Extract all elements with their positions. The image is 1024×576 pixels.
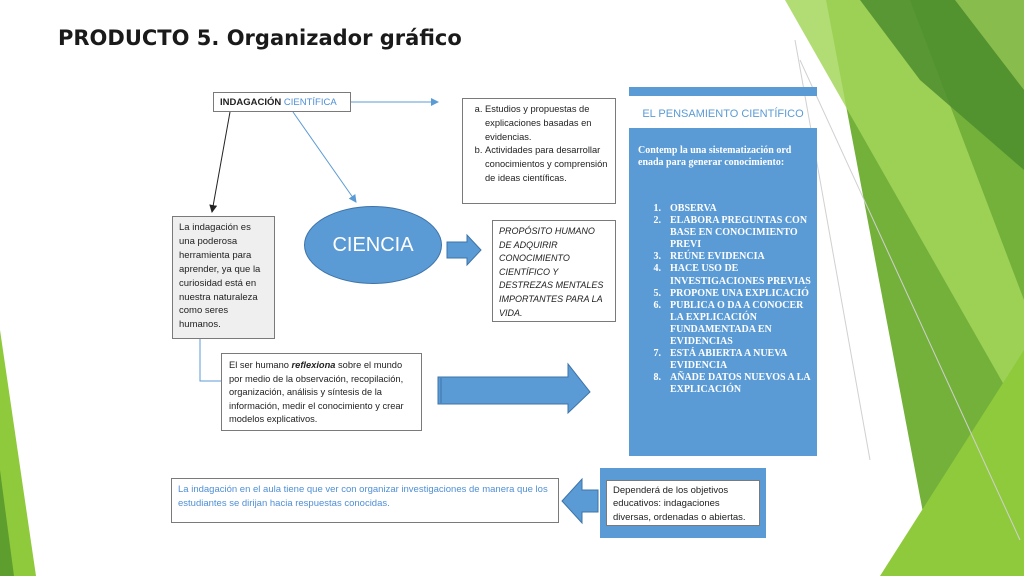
step-item: 7.ESTÁ ABIERTA A NUEVA EVIDENCIA bbox=[653, 348, 787, 372]
step-item: 3.REÚNE EVIDENCIA bbox=[653, 251, 765, 263]
pensamiento-title: EL PENSAMIENTO CIENTÍFICO bbox=[642, 108, 804, 120]
step-item: 6.PUBLICA O DA A CONOCER LA EXPLICACIÓN … bbox=[653, 299, 804, 348]
dependera-box: Dependerá de los objetivos educativos: i… bbox=[606, 480, 760, 526]
reflexiona-text-start: El ser humano bbox=[229, 360, 292, 370]
indagacion-aula-box: La indagación en el aula tiene que ver c… bbox=[171, 478, 559, 523]
indagacion-label: INDAGACIÓN bbox=[220, 97, 282, 108]
reflexiona-box: El ser humano reflexiona sobre el mundo … bbox=[221, 353, 422, 431]
ciencia-ellipse: CIENCIA bbox=[304, 206, 442, 284]
step-item: 8.AÑADE DATOS NUEVOS A LA EXPLICACIÓN bbox=[653, 372, 811, 396]
cientifica-label: CIENTÍFICA bbox=[283, 97, 337, 108]
step-item: 2.ELABORA PREGUNTAS CON BASE EN CONOCIMI… bbox=[653, 215, 808, 251]
step-item: 5.PROPONE UNA EXPLICACIÓ bbox=[653, 287, 809, 299]
reflexiona-text-end: sobre el mundo por medio de la observaci… bbox=[229, 360, 404, 425]
proposito-box: PROPÓSITO HUMANO DE ADQUIRIR CONOCIMIENT… bbox=[492, 220, 616, 322]
pensamiento-panel: Contemp la una sistematización ord enada… bbox=[629, 128, 817, 456]
step-item: 1.OBSERVA bbox=[653, 203, 717, 214]
ciencia-label: CIENCIA bbox=[332, 233, 414, 256]
study-item-b: Actividades para desarrollar conocimient… bbox=[485, 144, 609, 185]
step-item: 4.HACE USO DE INVESTIGACIONES PREVIAS bbox=[653, 263, 811, 287]
herramienta-box: La indagación es una poderosa herramient… bbox=[172, 216, 275, 339]
pensamiento-header-bar bbox=[629, 87, 817, 96]
pensamiento-steps: 1.OBSERVA 2.ELABORA PREGUNTAS CON BASE E… bbox=[638, 203, 813, 397]
study-item-a: Estudios y propuestas de explicaciones b… bbox=[485, 103, 609, 144]
studies-box: Estudios y propuestas de explicaciones b… bbox=[462, 98, 616, 204]
page-title: PRODUCTO 5. Organizador gráfico bbox=[58, 26, 462, 50]
pensamiento-intro: Contemp la una sistematización ord enada… bbox=[638, 145, 792, 169]
reflexiona-emphasis: reflexiona bbox=[291, 360, 336, 370]
indagacion-cientifica-box: INDAGACIÓN CIENTÍFICA bbox=[213, 92, 351, 112]
